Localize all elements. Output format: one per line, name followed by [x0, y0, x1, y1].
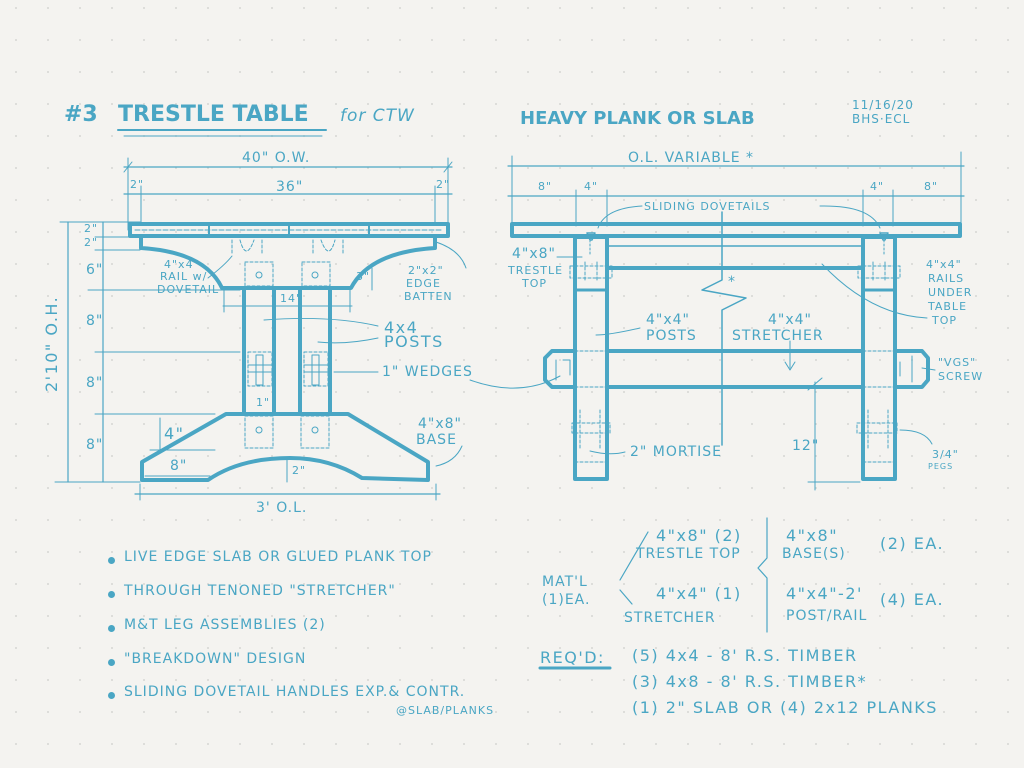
note-item: "BREAKDOWN" DESIGN	[124, 651, 307, 667]
bullet-dot	[108, 557, 115, 564]
rail-label-3: DOVETAIL	[157, 283, 220, 296]
page-subtitle: for CTW	[340, 106, 415, 126]
required-item: (1) 2" SLAB OR (4) 2x12 PLANKS	[632, 698, 938, 717]
posts-label-1: 4x4	[384, 318, 419, 337]
rails-label-4: TABLE	[928, 300, 968, 313]
pegs-label-2: PEGS	[928, 462, 954, 471]
side-view-drawing	[507, 151, 965, 491]
edge-batten-label-2: EDGE	[406, 277, 441, 290]
mortise-label: 2" MORTISE	[630, 444, 723, 460]
vdim-6: 8"	[86, 437, 104, 453]
note-item: SLIDING DOVETAIL HANDLES EXP.& CONTR.	[124, 684, 466, 700]
shoulder-dim-label: 3"	[356, 270, 371, 283]
top-width-label: 36"	[276, 179, 304, 195]
materials-label-1: MAT'L	[542, 574, 588, 590]
bullet-dot	[108, 659, 115, 666]
material-name: BASE(S)	[782, 546, 846, 562]
dim-top-3: 4"	[870, 180, 885, 193]
required-item: (5) 4x4 - 8' R.S. TIMBER	[632, 646, 858, 665]
wedges-label: 1" WEDGES	[382, 364, 473, 380]
material-name: POST/RAIL	[786, 608, 868, 624]
rail-label-2: RAIL w/	[160, 270, 208, 283]
posts-label-2: POSTS	[384, 332, 444, 351]
trestle-top-label-1: 4"x8"	[512, 246, 556, 262]
trestle-top-label-2: TRESTLE	[508, 264, 564, 277]
required-item: (3) 4x8 - 8' R.S. TIMBER*	[632, 672, 868, 691]
dim-top-2: 4"	[584, 180, 599, 193]
base-arch-label: 2"	[292, 464, 307, 477]
rail-label-1: 4"x4"	[164, 258, 200, 271]
note-item: LIVE EDGE SLAB OR GLUED PLANK TOP	[124, 549, 432, 565]
base-foot-label: 8"	[170, 458, 188, 474]
page-title: TRESTLE TABLE	[118, 102, 309, 127]
sliding-dovetails-label: SLIDING DOVETAILS	[644, 200, 771, 213]
material-qty: (2) EA.	[880, 534, 945, 553]
bullet-dot	[108, 625, 115, 632]
vdim-4: 8"	[86, 313, 104, 329]
rails-label-2: RAILS	[928, 272, 965, 285]
material-qty: (4) EA.	[880, 590, 945, 609]
vdim-5: 8"	[86, 375, 104, 391]
title-underline	[117, 129, 327, 137]
material-size: 4"x4" (1)	[656, 584, 742, 603]
note-item: M&T LEG ASSEMBLIES (2)	[124, 617, 326, 633]
vdim-3: 6"	[86, 262, 104, 278]
title-number: #3	[64, 102, 98, 127]
height-dim-label: 12"	[792, 438, 820, 454]
base-label-1: 4"x8"	[418, 416, 462, 432]
side-posts-label-1: 4"x4"	[646, 312, 690, 328]
material-size: 4"x8"	[786, 526, 839, 545]
overall-height-label: 2'10" O.H.	[42, 295, 61, 392]
rails-label-3: UNDER	[928, 286, 973, 299]
base-label-2: BASE	[416, 432, 457, 448]
base-rise-label: 4"	[164, 424, 185, 443]
pegs-label-1: 3/4"	[932, 448, 959, 461]
stretcher-label-2: STRETCHER	[732, 328, 824, 344]
bullet-dot	[108, 692, 115, 699]
screw-label-1: "VGS"	[938, 356, 977, 369]
dim-top-1: 8"	[538, 180, 553, 193]
overall-length-label: 3' O.L.	[256, 500, 308, 516]
post-span-label: 14"	[280, 292, 303, 305]
end-view-drawing	[54, 157, 561, 501]
material-name: TRESTLE TOP	[636, 546, 741, 562]
screw-label-2: SCREW	[938, 370, 984, 383]
bullet-dot	[108, 591, 115, 598]
material-size: 4"x4"-2'	[786, 584, 863, 603]
variable-length-label: O.L. VARIABLE *	[628, 150, 754, 166]
section-title: HEAVY PLANK OR SLAB	[520, 108, 755, 129]
side-posts-label-2: POSTS	[646, 328, 697, 344]
vdim-1: 2"	[84, 222, 99, 235]
rails-label-5: TOP	[932, 314, 958, 327]
vdim-2: 2"	[84, 236, 99, 249]
wedge-dim-label: 1"	[256, 396, 271, 409]
rails-label-1: 4"x4"	[926, 258, 962, 271]
break-mark: *	[728, 274, 736, 290]
materials-bracket	[619, 517, 768, 633]
overhang-right-label: 2"	[436, 178, 451, 191]
material-size: 4"x8" (2)	[656, 526, 742, 545]
required-label: REQ'D:	[540, 648, 605, 667]
edge-batten-label-1: 2"x2"	[408, 264, 444, 277]
overhang-left-label: 2"	[130, 178, 145, 191]
author-label: BHS·ECL	[852, 112, 911, 126]
material-name: STRETCHER	[624, 610, 716, 626]
trestle-top-label-3: TOP	[522, 277, 548, 290]
date-label: 11/16/20	[852, 98, 914, 112]
note-item: THROUGH TENONED "STRETCHER"	[124, 583, 396, 599]
overall-width-label: 40" O.W.	[242, 150, 311, 166]
note-continuation: @SLAB/PLANKS	[396, 704, 495, 717]
dim-top-4: 8"	[924, 180, 939, 193]
materials-label-2: (1)EA.	[542, 592, 591, 608]
stretcher-label-1: 4"x4"	[768, 312, 812, 328]
edge-batten-label-3: BATTEN	[404, 290, 453, 303]
